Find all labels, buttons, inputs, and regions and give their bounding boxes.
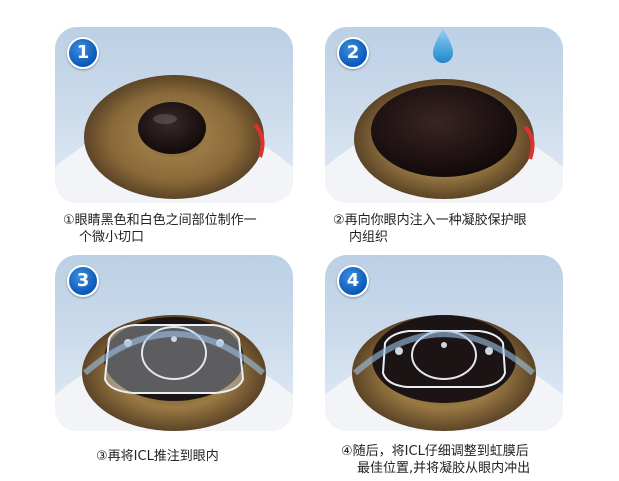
step-2-panel: 2 <box>325 27 563 203</box>
step-1-panel: 1 <box>55 27 293 203</box>
eye-illustration-2 <box>325 29 563 203</box>
step-4-caption: ④随后，将ICL仔细调整到虹膜后 最佳位置,并将凝胶从眼内冲出 <box>341 443 530 477</box>
pupil <box>372 315 516 403</box>
icl-lens <box>381 330 507 388</box>
caption-line: ①眼睛黑色和白色之间部位制作一 <box>63 213 257 228</box>
incision-mark <box>253 123 265 158</box>
eye-illustration-4 <box>325 315 563 431</box>
incision-mark <box>523 125 535 160</box>
caption-line: ④随后，将ICL仔细调整到虹膜后 <box>341 444 529 459</box>
step-3-caption: ③再将ICL推注到眼内 <box>96 448 219 465</box>
gel-drop-icon <box>433 29 453 63</box>
caption-line: ②再向你眼内注入一种凝胶保护眼 <box>333 213 527 228</box>
icl-optic <box>141 326 207 380</box>
step-1-caption: ①眼睛黑色和白色之间部位制作一 个微小切口 <box>63 212 257 246</box>
eye-illustration-3 <box>55 315 293 431</box>
caption-line: 最佳位置,并将凝胶从眼内冲出 <box>357 461 531 476</box>
step-2-caption: ②再向你眼内注入一种凝胶保护眼 内组织 <box>333 212 527 246</box>
pupil <box>138 102 206 154</box>
step-number-badge: 2 <box>337 37 369 69</box>
caption-line: ③再将ICL推注到眼内 <box>96 449 219 464</box>
step-number-badge: 4 <box>337 265 369 297</box>
step-number-badge: 1 <box>67 37 99 69</box>
step-number-badge: 3 <box>67 265 99 297</box>
step-3-panel: 3 <box>55 255 293 431</box>
caption-line: 个微小切口 <box>79 230 145 245</box>
pupil <box>371 85 517 177</box>
step-4-panel: 4 <box>325 255 563 431</box>
eye-illustration-1 <box>55 75 293 203</box>
caption-line: 内组织 <box>349 230 389 245</box>
